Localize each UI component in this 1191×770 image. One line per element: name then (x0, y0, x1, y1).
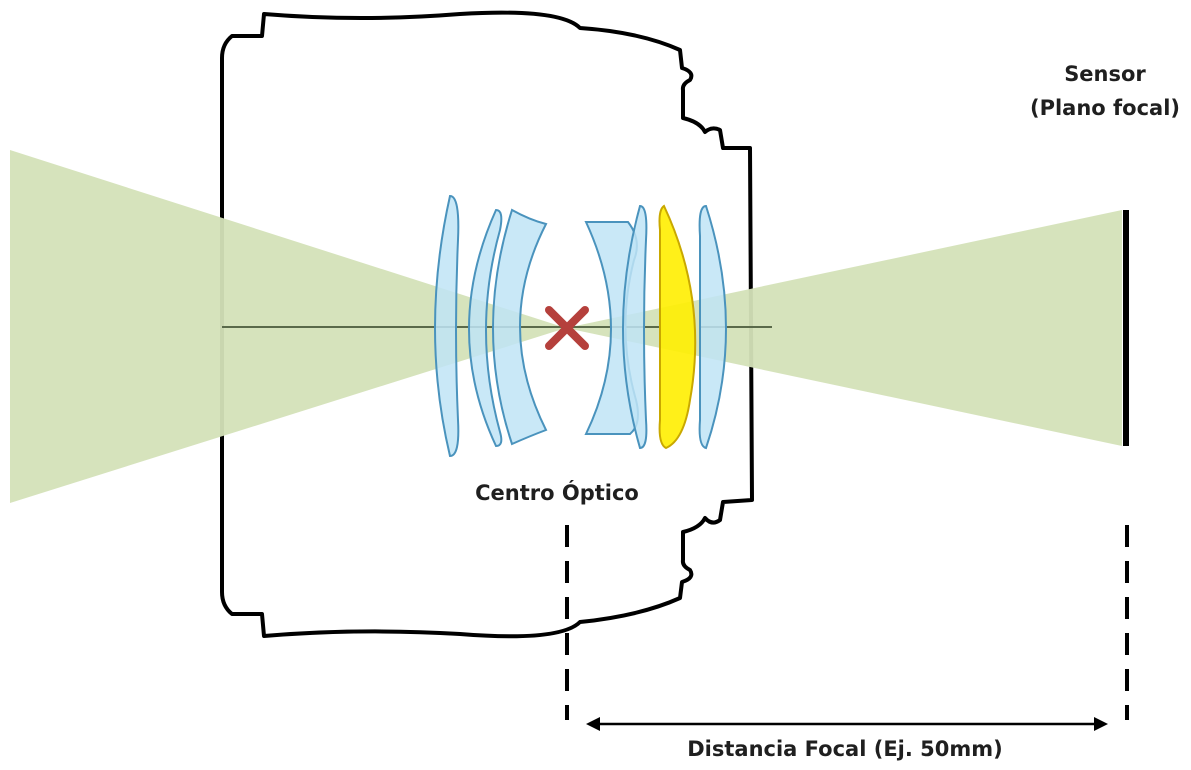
outgoing-light-cone (566, 210, 1122, 446)
lens-element-group (434, 194, 727, 458)
sensor-label: Sensor (Plano focal) (1020, 57, 1190, 125)
sensor-label-line2: (Plano focal) (1029, 96, 1181, 120)
focal-distance-label: Distancia Focal (Ej. 50mm) (687, 737, 1003, 761)
lens-element-highlight (658, 204, 697, 450)
lens-element-1 (434, 194, 460, 458)
cross-mark-icon (545, 306, 589, 350)
lens-element-3 (492, 208, 548, 446)
lens-element-2 (468, 208, 503, 448)
lens-element-5 (622, 204, 648, 450)
lens-element-6 (698, 204, 727, 450)
sensor-label-line1: Sensor (1064, 62, 1146, 86)
optical-center-label: Centro Óptico (475, 481, 639, 505)
focal-distance-arrow (586, 717, 1108, 731)
